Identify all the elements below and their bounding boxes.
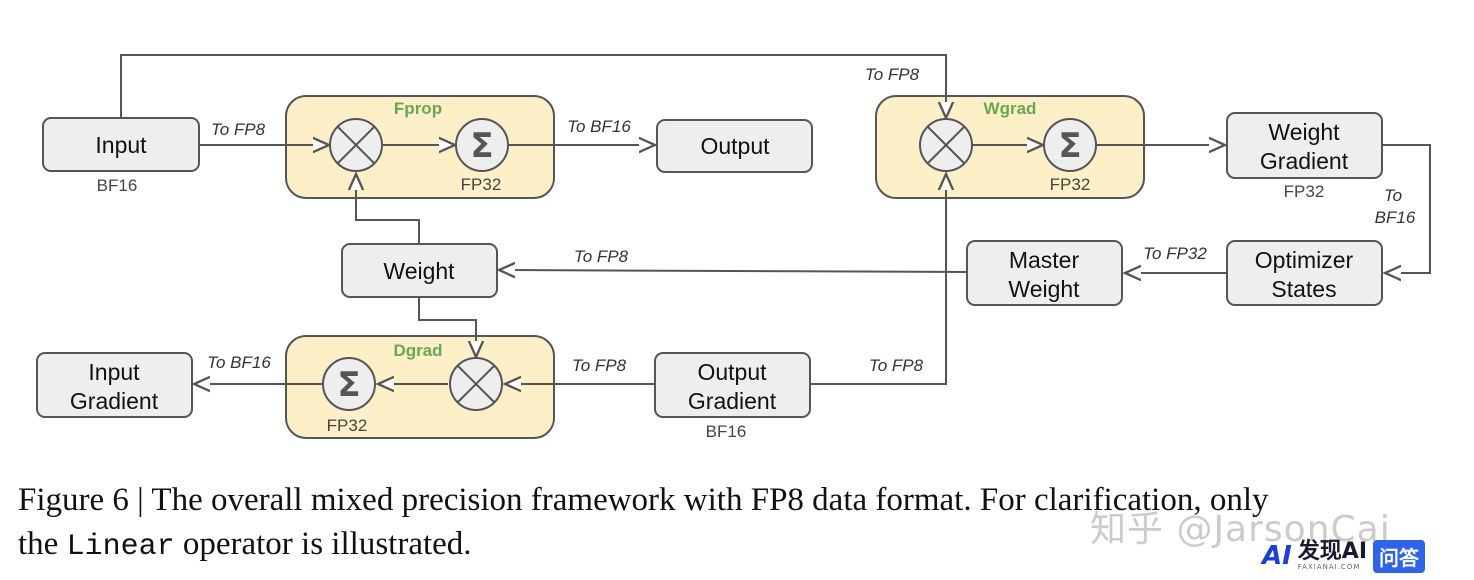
- svg-text:Input: Input: [95, 132, 147, 158]
- output-gradient-node: Output Gradient: [654, 352, 811, 418]
- label-input-to-wgrad: To FP8: [865, 65, 920, 84]
- output-node: Output: [656, 119, 813, 173]
- fprop-acc-format: FP32: [461, 175, 502, 194]
- svg-text:Gradient: Gradient: [1260, 148, 1349, 174]
- caption-line-1: Figure 6 | The overall mixed precision f…: [18, 482, 1269, 518]
- svg-text:Input: Input: [88, 359, 140, 385]
- wgrad-sum-op: Σ: [1043, 118, 1097, 172]
- fprop-group: Fprop: [285, 95, 555, 199]
- edge-weightgrad-optimizer: [1383, 144, 1431, 273]
- svg-text:Output: Output: [700, 133, 770, 159]
- mixed-precision-diagram: Fprop Wgrad Dgrad: [36, 54, 1431, 441]
- dgrad-multiply-op: [449, 357, 503, 411]
- svg-text:Gradient: Gradient: [70, 388, 159, 414]
- svg-text:Weight: Weight: [1268, 119, 1340, 145]
- fprop-title: Fprop: [394, 99, 442, 118]
- logo-name: 发现AI: [1297, 539, 1368, 564]
- label-wgrad-to-opt-1: To: [1384, 186, 1402, 205]
- output-gradient-format: BF16: [706, 422, 747, 441]
- svg-text:States: States: [1271, 276, 1336, 302]
- wgrad-title: Wgrad: [984, 99, 1037, 118]
- weight-gradient-node: Weight Gradient: [1226, 112, 1383, 179]
- master-weight-node: Master Weight: [966, 240, 1123, 306]
- label-master-to-weight: To FP8: [574, 247, 629, 266]
- label-wgrad-to-opt-2: BF16: [1375, 208, 1416, 227]
- label-dgrad-to-ingrad: To BF16: [207, 353, 271, 372]
- edge-weight-dgrad: [418, 298, 476, 357]
- dgrad-title: Dgrad: [393, 341, 442, 360]
- input-format: BF16: [97, 176, 138, 195]
- label-outgrad-to-dgrad: To FP8: [572, 356, 627, 375]
- dgrad-acc-format: FP32: [327, 416, 368, 435]
- dgrad-sum-op: Σ: [322, 357, 376, 411]
- optimizer-states-node: Optimizer States: [1226, 240, 1383, 306]
- input-gradient-node: Input Gradient: [36, 352, 193, 418]
- edge-weight-fprop: [356, 174, 420, 244]
- svg-text:Σ: Σ: [337, 365, 360, 405]
- label-input-to-fprop: To FP8: [211, 120, 266, 139]
- svg-text:Gradient: Gradient: [688, 388, 777, 414]
- weight-node: Weight: [341, 243, 498, 298]
- wgrad-group: Wgrad: [875, 95, 1145, 199]
- edge-input-wgrad: [120, 54, 946, 118]
- caption-line-2-after: operator is illustrated.: [174, 526, 472, 562]
- input-node: Input: [42, 117, 200, 172]
- fprop-sum-op: Σ: [455, 118, 509, 172]
- edge-outgrad-wgrad: [810, 174, 946, 385]
- figure-caption: Figure 6 | The overall mixed precision f…: [18, 478, 1458, 569]
- connectors: [120, 54, 1431, 385]
- label-outgrad-to-wgrad: To FP8: [869, 356, 924, 375]
- wgrad-multiply-op: [919, 118, 973, 172]
- logo-subtitle: FAXIANAI.COM: [1297, 563, 1361, 571]
- caption-line-2-before: the: [18, 526, 67, 562]
- svg-text:Σ: Σ: [1058, 126, 1081, 166]
- site-logo[interactable]: AI 发现AI FAXIANAI.COM 问答: [1262, 538, 1426, 574]
- label-opt-to-master: To FP32: [1143, 244, 1207, 263]
- logo-badge: 问答: [1373, 539, 1426, 573]
- fprop-multiply-op: [329, 118, 383, 172]
- svg-text:Weight: Weight: [1008, 276, 1080, 302]
- caption-code: Linear: [66, 530, 175, 564]
- wgrad-acc-format: FP32: [1050, 175, 1091, 194]
- svg-text:Output: Output: [697, 359, 767, 385]
- svg-text:Master: Master: [1009, 247, 1080, 273]
- edge-master-weight: [499, 270, 967, 272]
- svg-text:Σ: Σ: [470, 126, 493, 166]
- svg-text:Weight: Weight: [383, 258, 455, 284]
- watermark-text: 知乎 @JarsonCai: [1090, 509, 1391, 550]
- logo-mark-icon: AI: [1262, 541, 1292, 571]
- label-fprop-to-output: To BF16: [567, 117, 631, 136]
- weight-gradient-format: FP32: [1284, 182, 1325, 201]
- svg-text:Optimizer: Optimizer: [1255, 247, 1354, 273]
